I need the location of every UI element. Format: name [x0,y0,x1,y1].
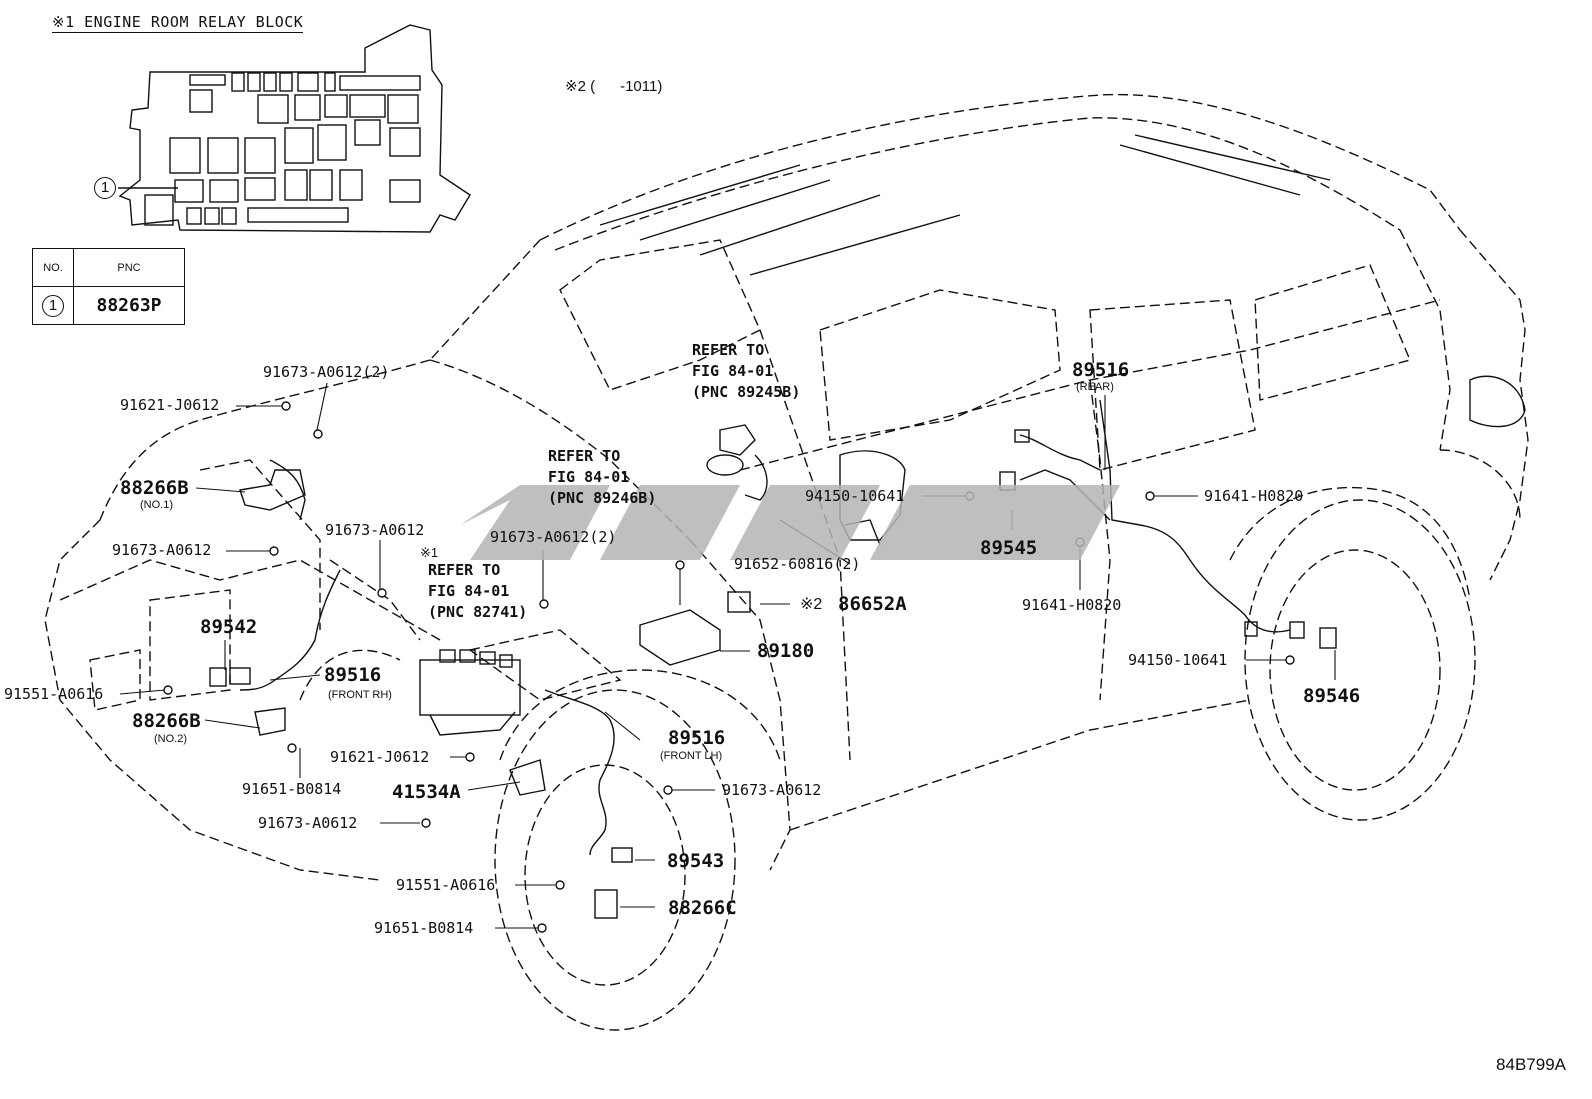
ref-line: (PNC 89246B) [548,489,657,507]
part-89543[interactable]: 89543 [667,850,725,872]
ref-line: REFER TO [428,561,501,579]
part-94150-10641-top[interactable]: 94150-10641 [805,487,905,505]
ref-line: (PNC 82741) [428,603,528,621]
part-91621-j0612-top[interactable]: 91621-J0612 [120,396,220,414]
part-91651-b0814-low[interactable]: 91651-B0814 [374,919,474,937]
part-91673-a0612-left[interactable]: 91673-A0612 [112,541,212,559]
part-88266c[interactable]: 88266C [668,897,737,919]
part-91621-j0612-low[interactable]: 91621-J0612 [330,748,430,766]
relay-callout: 1 [94,177,116,199]
part-89516-front-lh-sub: (FRONT LH) [660,750,723,762]
pnc-row-circle: 1 [42,294,64,317]
note2-range: ※2 ( -1011) [565,78,663,95]
pnc-header-no: NO. [32,248,74,287]
part-91641-h0820-top[interactable]: 91641-H0820 [1204,487,1304,505]
ref-82741-mark: ※1 [420,545,439,560]
part-89180[interactable]: 89180 [757,640,815,662]
part-86652a[interactable]: 86652A [838,593,907,615]
part-88266b-no1[interactable]: 88266B [120,477,189,499]
part-91673-a0612-mid[interactable]: 91673-A0612 [325,521,425,539]
part-91652-60816[interactable]: 91652-60816(2) [734,555,861,573]
part-91651-b0814-left[interactable]: 91651-B0814 [242,780,342,798]
part-91673-a0612-2-mid[interactable]: 91673-A0612(2) [490,528,617,546]
part-89516-front-rh-sub: (FRONT RH) [328,689,392,701]
part-91551-a0616-left[interactable]: 91551-A0616 [4,685,104,703]
vehicle-body-outline [44,93,1529,1031]
part-89546[interactable]: 89546 [1303,685,1361,707]
pnc-table: NO. PNC 1 88263P [32,248,185,325]
part-88266b-no2[interactable]: 88266B [132,710,201,732]
part-89516-front-rh[interactable]: 89516 [324,664,382,686]
ref-line: REFER TO [692,341,765,359]
ref-line: FIG 84-01 [548,468,630,486]
part-41534a[interactable]: 41534A [392,781,461,803]
part-91551-a0616-low[interactable]: 91551-A0616 [396,876,496,894]
ref-89245b: REFER TO FIG 84-01 (PNC 89245B) [692,340,800,403]
part-89516-front-lh[interactable]: 89516 [668,727,726,749]
part-94150-10641-low[interactable]: 94150-10641 [1128,651,1228,669]
part-88266b-no2-sub: (NO.2) [154,733,187,745]
pnc-row-value: 88263P [73,286,185,325]
ref-82741: REFER TO FIG 84-01 (PNC 82741) [428,560,527,623]
ref-89246b: REFER TO FIG 84-01 (PNC 89246B) [548,446,656,509]
ref-line: (PNC 89245B) [692,383,801,401]
ref-line: FIG 84-01 [428,582,510,600]
ref-line: REFER TO [548,447,621,465]
part-88266b-no1-sub: (NO.1) [140,499,173,511]
ref-line: FIG 84-01 [692,362,774,380]
relay-block-outline [118,24,471,233]
part-91673-a0612-2-top[interactable]: 91673-A0612(2) [263,363,390,381]
part-91673-a0612-low[interactable]: 91673-A0612 [258,814,358,832]
relay-block-title: ※1 ENGINE ROOM RELAY BLOCK [52,13,304,33]
part-91673-a0612-right[interactable]: 91673-A0612 [722,781,822,799]
pnc-header-pnc: PNC [73,248,185,287]
vehicle-detail-lines [209,134,1526,919]
part-89516-rear[interactable]: 89516 [1072,359,1130,381]
callout-circle: 1 [94,177,116,199]
part-89542[interactable]: 89542 [200,616,258,638]
part-86652a-mark: ※2 [800,596,823,613]
watermark-logo [460,485,1120,560]
part-89545[interactable]: 89545 [980,537,1038,559]
diagram-code: 84B799A [1496,1055,1566,1074]
pnc-row-no: 1 [32,286,74,325]
part-89516-rear-sub: (REAR) [1076,381,1114,393]
part-91641-h0820-low[interactable]: 91641-H0820 [1022,596,1122,614]
